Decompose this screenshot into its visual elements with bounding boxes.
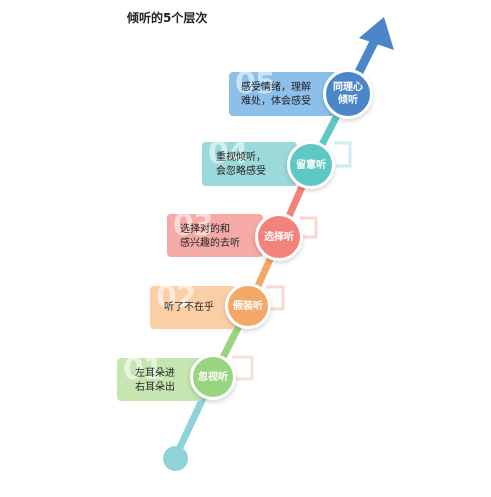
level-5-number: 05 [235,72,276,101]
level-5-circle: 同理心 倾听 [323,69,373,119]
level-4-description: 重视倾听， 会忽略感受 [216,152,266,177]
level-2-description: 听了不在乎 [164,302,214,313]
connector-2 [266,285,285,311]
arrow-head-icon [359,17,394,50]
level-1-description: 左耳朵进 右耳朵出 [135,368,175,393]
level-3-number: 03 [173,214,214,243]
page-title: 倾听的5个层次 [127,11,208,25]
level-4-number: 04 [208,142,249,171]
level-3-description: 选择对的和 感兴趣的去听 [180,224,240,249]
level-3-circle: 选择听 [255,213,303,261]
level-3-card: 03 选择对的和 感兴趣的去听 [167,214,263,257]
connector-3 [300,216,318,239]
level-4-circle: 留意听 [287,141,335,189]
connector-4 [334,141,352,168]
connector-1 [232,355,254,381]
level-5-card: 05 感受情绪，理解 难处，体会感受 [229,72,337,116]
level-1-number: 01 [123,358,164,387]
level-2-card: 02 听了不在乎 [150,286,235,329]
level-2-circle: 假装听 [225,283,271,329]
level-2-number: 02 [156,286,197,315]
level-1-circle: 忽视听 [190,354,236,400]
level-1-card: 01 左耳朵进 右耳朵出 [117,358,203,401]
level-5-description: 感受情绪，理解 难处，体会感受 [241,82,311,107]
start-dot [163,446,188,471]
level-4-card: 04 重视倾听， 会忽略感受 [202,142,297,186]
